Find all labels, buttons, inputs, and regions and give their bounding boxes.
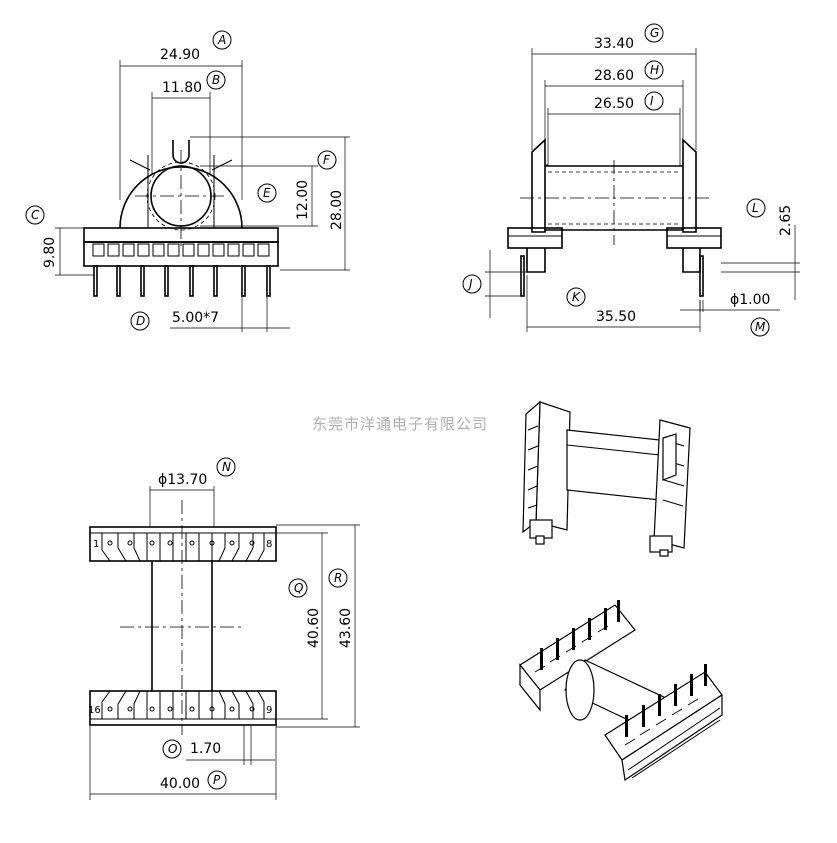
pins bbox=[93, 265, 271, 297]
left-foot bbox=[526, 248, 546, 273]
label-i: I bbox=[650, 94, 654, 108]
dim-b-value: 11.80 bbox=[162, 80, 202, 96]
label-n: N bbox=[222, 460, 231, 474]
dim-h-value: 28.60 bbox=[594, 68, 634, 84]
label-e: E bbox=[263, 186, 271, 200]
right-flange-top bbox=[682, 138, 697, 233]
iso-pins-right bbox=[625, 664, 707, 737]
right-pin bbox=[699, 255, 704, 297]
dim-k-value: 35.50 bbox=[596, 309, 636, 325]
dim-d-value: 5.00*7 bbox=[172, 310, 219, 326]
left-pin bbox=[520, 255, 525, 297]
top-terminals bbox=[101, 533, 265, 562]
label-r: R bbox=[334, 571, 342, 585]
pin-16-label: 16 bbox=[88, 705, 101, 716]
dim-g-value: 33.40 bbox=[594, 36, 634, 52]
company-watermark: 东莞市洋通电子有限公司 bbox=[312, 415, 488, 433]
dim-q-value: 40.60 bbox=[306, 608, 322, 648]
label-j: J bbox=[467, 277, 473, 291]
top-view: 1 8 16 9 ϕ13.70 N 40.60 Q bbox=[88, 457, 360, 800]
label-g: G bbox=[650, 26, 659, 40]
dim-o-value: 1.70 bbox=[190, 741, 221, 757]
dim-l-value: 2.65 bbox=[778, 205, 794, 236]
bottom-flange bbox=[89, 690, 277, 726]
right-base bbox=[666, 227, 722, 249]
flange-arc bbox=[119, 166, 243, 229]
dim-e-value: 12.00 bbox=[295, 180, 311, 220]
pin-8-label: 8 bbox=[266, 539, 272, 550]
dim-n-value: ϕ13.70 bbox=[158, 472, 207, 488]
dim-r-value: 43.60 bbox=[338, 608, 354, 648]
dim-i-value: 26.50 bbox=[594, 96, 634, 112]
front-view: 24.90 A 11.80 B 28.00 F 12.00 E 9.80 C bbox=[25, 30, 350, 332]
label-f: F bbox=[323, 153, 331, 167]
dim-c-value: 9.80 bbox=[42, 237, 58, 268]
rib-line bbox=[211, 159, 233, 171]
label-k: K bbox=[572, 290, 581, 304]
dim-m-value: ϕ1.00 bbox=[730, 292, 770, 308]
left-base bbox=[507, 227, 563, 249]
label-l: L bbox=[752, 201, 759, 215]
label-a: A bbox=[217, 33, 226, 47]
base-slots bbox=[92, 243, 270, 257]
iso-view-upper bbox=[522, 400, 691, 557]
dim-f-value: 28.00 bbox=[329, 190, 345, 230]
label-c: C bbox=[31, 208, 40, 222]
label-m: M bbox=[755, 320, 766, 334]
label-d: D bbox=[136, 314, 145, 328]
side-view: 33.40 G 28.60 H 26.50 I 2.65 L J 35.50 bbox=[462, 23, 800, 337]
pin-1-label: 1 bbox=[93, 539, 99, 550]
label-b: B bbox=[212, 73, 220, 87]
rib-line bbox=[129, 159, 151, 171]
iso-view-lower bbox=[519, 600, 723, 782]
label-o: O bbox=[168, 742, 177, 756]
label-q: Q bbox=[294, 581, 303, 595]
right-foot bbox=[682, 248, 701, 273]
label-h: H bbox=[650, 63, 659, 77]
iso-pins-left bbox=[540, 600, 620, 670]
dim-p-value: 40.00 bbox=[160, 776, 200, 792]
pin-9-label: 9 bbox=[266, 705, 272, 716]
label-p: P bbox=[213, 773, 221, 787]
dim-a-value: 24.90 bbox=[160, 47, 200, 63]
left-flange-top bbox=[531, 138, 546, 233]
base-body bbox=[83, 241, 279, 267]
bottom-terminals bbox=[101, 690, 265, 719]
top-flange bbox=[89, 526, 277, 562]
